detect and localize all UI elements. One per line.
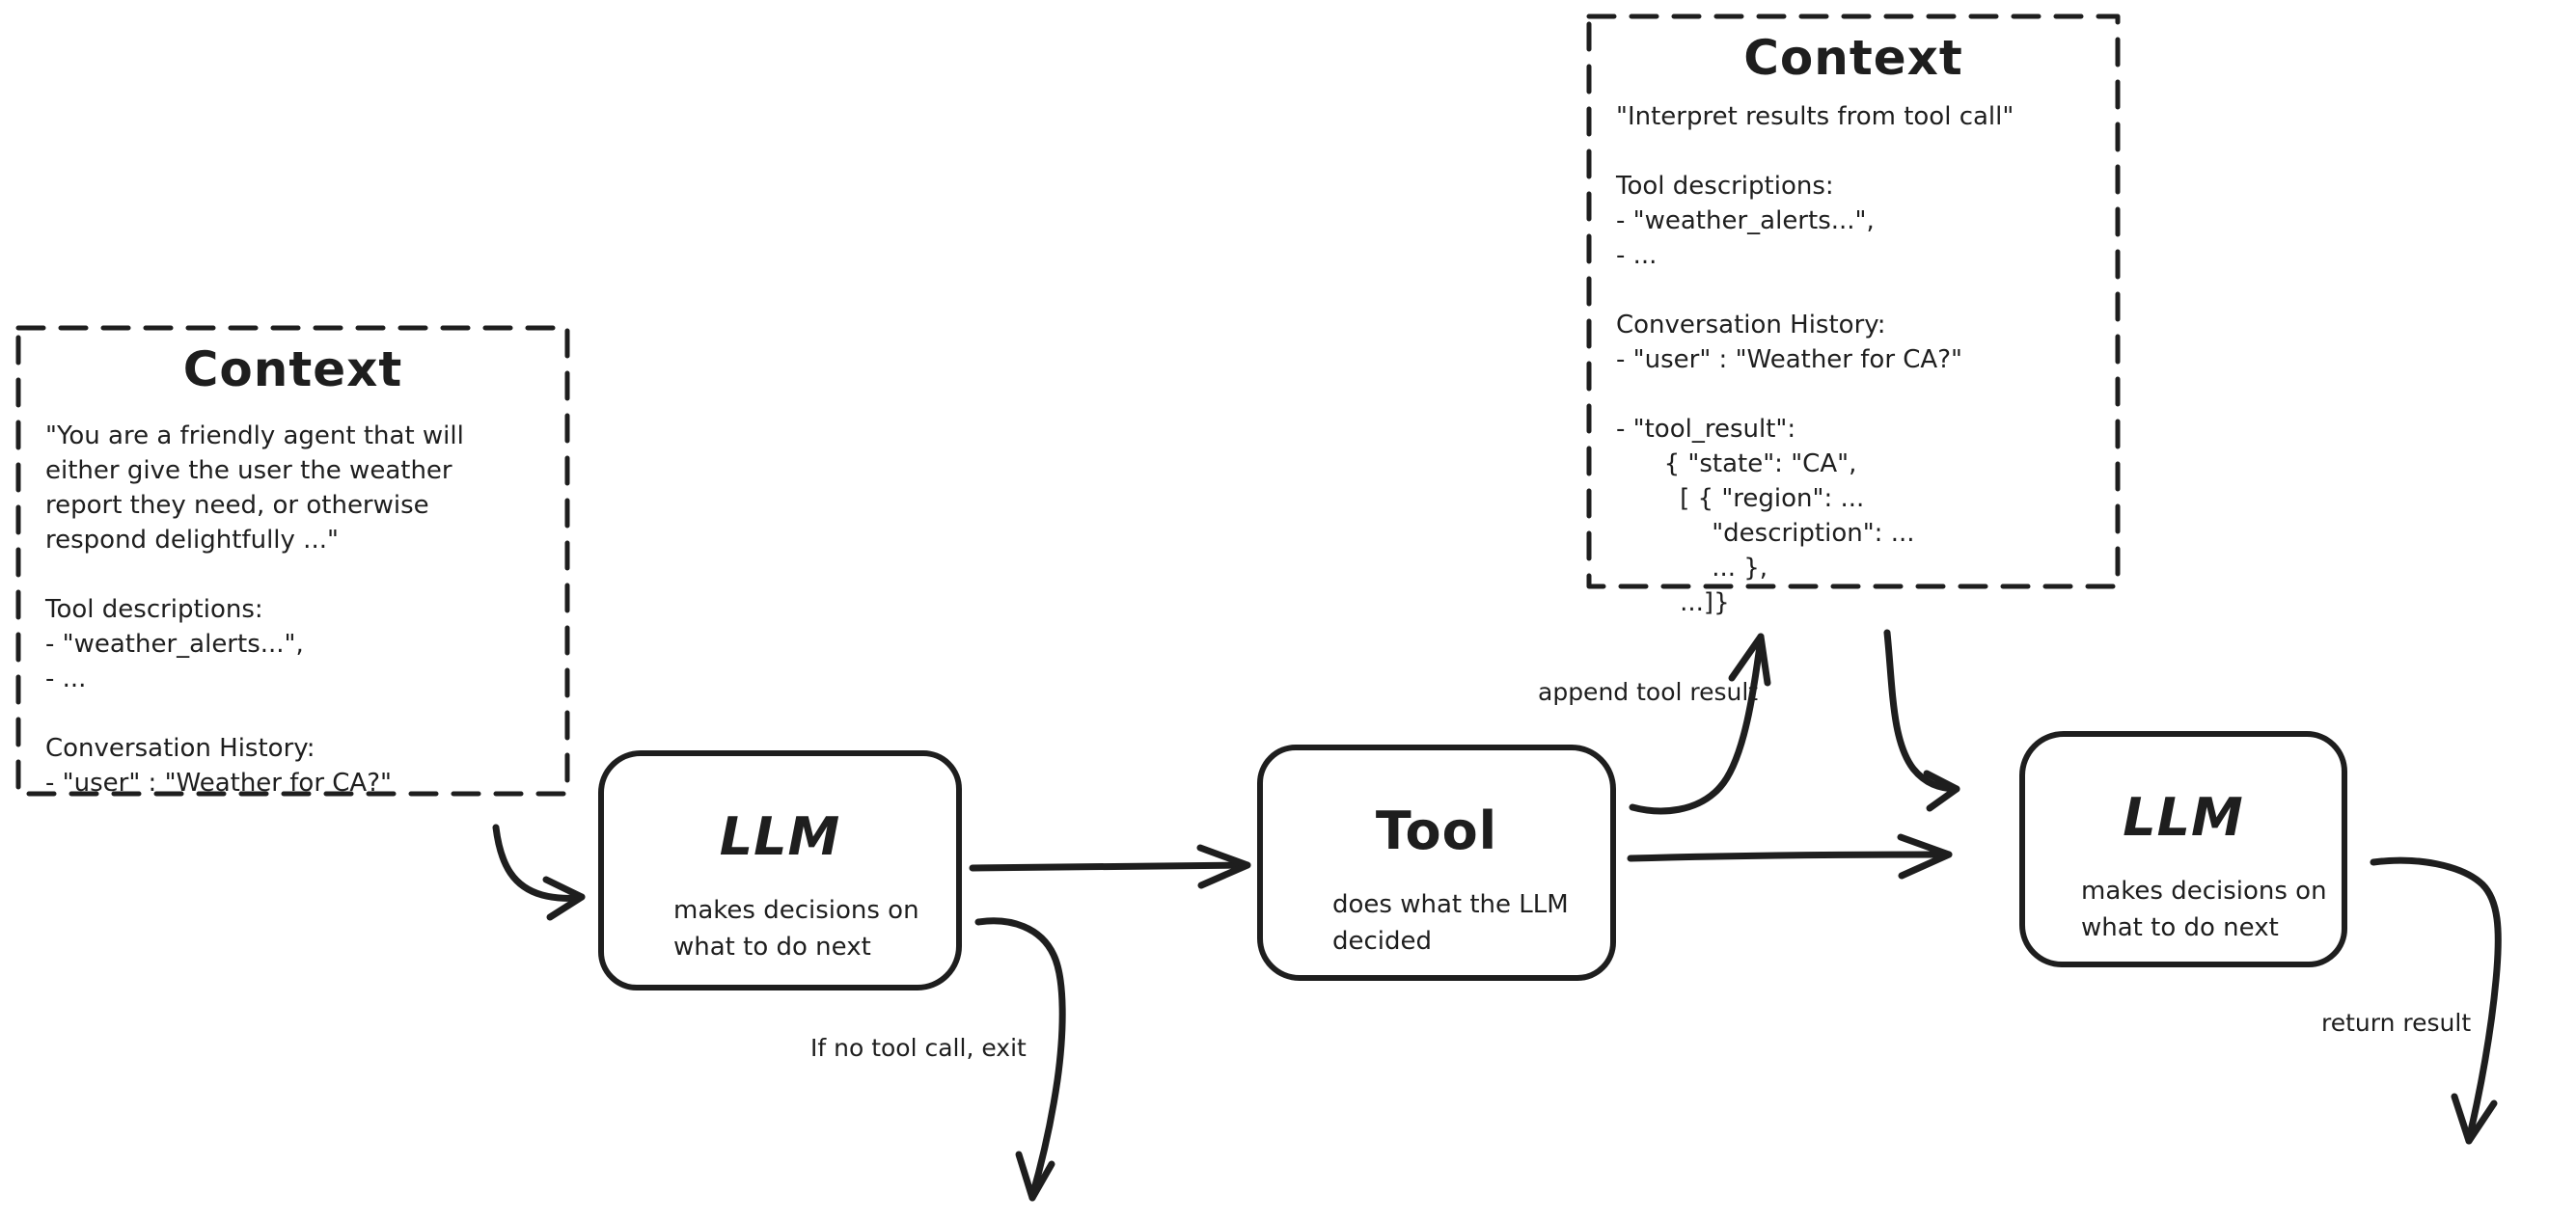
node-tool-title: Tool bbox=[1375, 800, 1498, 861]
edge-label-if-no-tool-call-exit: If no tool call, exit bbox=[810, 1034, 1027, 1062]
context-right-body: "Interpret results from tool call" Tool … bbox=[1616, 102, 2014, 617]
context-box-tool-result: Context "Interpret results from tool cal… bbox=[1587, 14, 2120, 617]
node-tool-description: does what the LLM decided bbox=[1332, 890, 1569, 956]
context-box-system-prompt: Context "You are a friendly agent that w… bbox=[16, 326, 569, 798]
arrow-context-left-to-llm1 bbox=[492, 824, 586, 921]
node-llm-1-title: LLM bbox=[719, 806, 841, 867]
arrow-llm1-to-tool bbox=[969, 844, 1251, 889]
edge-label-append-tool-result: append tool result bbox=[1538, 678, 1759, 706]
arrow-tool-to-llm2 bbox=[1627, 833, 1953, 880]
node-llm-1: LLM makes decisions on what to do next bbox=[598, 750, 962, 990]
node-llm-1-description: makes decisions on what to do next bbox=[673, 896, 919, 962]
arrow-llm2-return-result bbox=[2370, 856, 2502, 1145]
node-tool: Tool does what the LLM decided bbox=[1257, 745, 1616, 981]
context-left-body: "You are a friendly agent that will eith… bbox=[45, 421, 464, 798]
arrow-context-to-llm2 bbox=[1883, 629, 1960, 812]
context-right-title: Context bbox=[1743, 30, 1963, 86]
node-llm-2-title: LLM bbox=[2123, 787, 2244, 848]
edge-label-return-result: return result bbox=[2321, 1009, 2472, 1037]
node-llm-2: LLM makes decisions on what to do next bbox=[2019, 731, 2347, 967]
node-llm-2-description: makes decisions on what to do next bbox=[2081, 877, 2327, 942]
context-left-title: Context bbox=[182, 341, 403, 397]
arrow-tool-to-context-append bbox=[1629, 633, 1771, 815]
